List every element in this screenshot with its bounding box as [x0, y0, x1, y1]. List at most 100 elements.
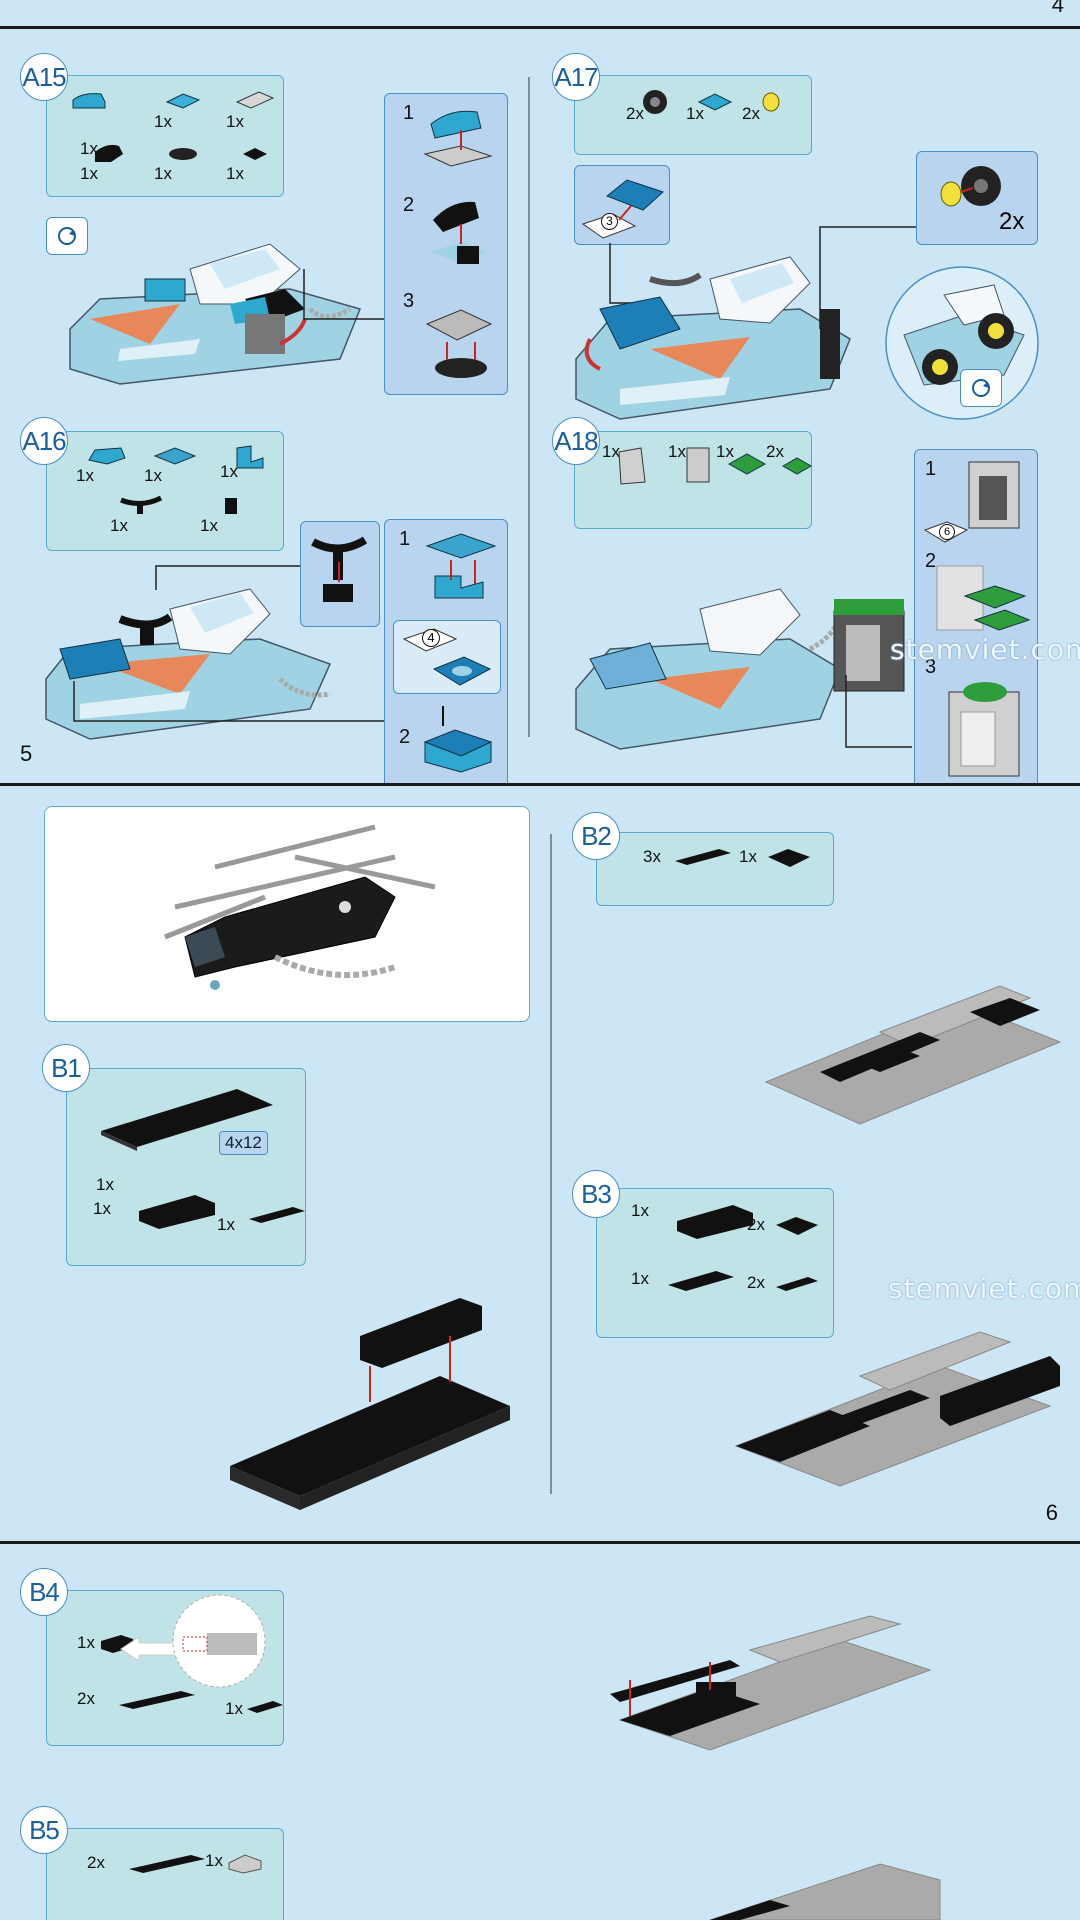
- parts-list-b2: 3x 1x: [596, 832, 834, 906]
- substep-number: 3: [403, 290, 415, 312]
- antenna-assembly-icon: [311, 536, 368, 602]
- blue-tile-icon: [165, 93, 201, 109]
- sticker-callout: 6: [923, 520, 969, 546]
- black-bar-icon: [120, 495, 163, 514]
- round-plate-icon: [169, 148, 197, 160]
- step-badge-b2: B2: [572, 812, 620, 860]
- part-item: 1x: [215, 90, 275, 132]
- black-brick-icon: [677, 1205, 753, 1239]
- part-item: 1x: [131, 444, 197, 486]
- connector-line: [845, 675, 912, 748]
- parts-list-a17: 2x 1x 2x: [574, 75, 812, 155]
- part-item: 1x: [97, 494, 163, 536]
- part-item: 1x: [143, 90, 201, 132]
- part-item: 1x: [69, 142, 123, 184]
- black-plate-icon: [675, 849, 731, 865]
- assembly-model-b5: [709, 1863, 941, 1920]
- substep-number: 1: [925, 458, 937, 480]
- sticker-number: 4: [422, 629, 440, 647]
- substep-number: 1: [403, 102, 415, 124]
- connector-line: [155, 565, 300, 590]
- substep-1-bricks: [425, 533, 497, 599]
- black-plate-small-icon: [776, 1277, 818, 1291]
- connector-line: [73, 681, 384, 722]
- black-plate-icon: [249, 1207, 305, 1223]
- part-item: 1x: [703, 442, 767, 475]
- parts-list-b5: 2x 1x: [46, 1828, 284, 1920]
- connector-line: [819, 226, 916, 329]
- gray-door-icon: [686, 447, 710, 483]
- column-divider: [550, 834, 552, 1494]
- connector-line: [303, 269, 388, 320]
- part-item: 1x: [96, 1175, 114, 1194]
- black-plate-icon: [243, 148, 267, 160]
- green-plate-icon: [727, 453, 767, 475]
- part-item: 1x: [739, 845, 810, 867]
- green-tile-icon: [781, 457, 813, 475]
- part-item: 1x: [225, 1697, 283, 1719]
- helicopter-model: [164, 824, 436, 990]
- step-badge-a18: A18: [552, 417, 600, 465]
- jet-model-a16: [45, 588, 332, 740]
- part-item: 1x: [631, 1199, 753, 1239]
- blue-bracket-icon: [236, 445, 264, 469]
- size-tag: 4x12: [219, 1131, 268, 1155]
- substep-3-bricks: [425, 309, 493, 378]
- substep-box-a16: 1 4 2: [384, 519, 508, 783]
- gray-plate-icon: [235, 91, 275, 109]
- parts-list-b1: 4x12 1x 1x 1x: [66, 1068, 306, 1266]
- step-badge-b3: B3: [572, 1170, 620, 1218]
- black-tile-icon: [776, 1217, 818, 1235]
- part-item: 2x: [731, 88, 780, 124]
- part-item: 2x: [753, 442, 813, 475]
- substep-1-bricks: [423, 110, 493, 167]
- black-clip-icon: [225, 498, 237, 514]
- substep-callout-a16: [300, 521, 380, 627]
- part-item: 1x: [143, 142, 197, 184]
- page-4: 4: [0, 0, 1080, 26]
- sticker-number: 6: [939, 524, 955, 540]
- substep-number: 2: [399, 726, 411, 748]
- tire-icon: [643, 90, 667, 114]
- part-item: 1x: [207, 444, 264, 482]
- part-item: 3x: [643, 845, 731, 867]
- page-5: A15 1x 1x 1x 1x 1x 1x: [0, 29, 1080, 783]
- part-item: 2x: [747, 1213, 818, 1235]
- black-plate-icon: [119, 1691, 195, 1709]
- blue-tile-icon: [697, 93, 733, 111]
- page-number: 5: [20, 741, 33, 766]
- part-item: 1x: [655, 442, 710, 483]
- wheel-assembly-icon: [940, 166, 1001, 207]
- parts-list-a15: 1x 1x 1x 1x 1x 1x: [46, 75, 284, 197]
- blue-slope-icon: [88, 447, 126, 465]
- yellow-rim-icon: [762, 92, 780, 112]
- part-item: 2x: [77, 1687, 195, 1709]
- part-item: 1x: [589, 442, 646, 485]
- substep-number: 1: [399, 528, 411, 550]
- page-6: B1 4x12 1x 1x 1x B2 3x 1x B3: [0, 786, 1080, 1541]
- step-badge-b1: B1: [42, 1044, 90, 1092]
- substep-2-bricks: [431, 201, 487, 264]
- column-divider: [528, 77, 530, 737]
- black-brick-icon: [139, 1195, 215, 1229]
- page-divider: [0, 783, 1080, 786]
- step-badge-b5: B5: [20, 1806, 68, 1854]
- part-item: 1x: [205, 1849, 262, 1874]
- step-badge-a16: A16: [20, 417, 68, 465]
- curved-slope-icon: [72, 93, 106, 109]
- part-item: 1x: [217, 1203, 305, 1235]
- black-slope-icon: [95, 144, 123, 162]
- rotate-icon: [960, 369, 1002, 407]
- gray-container-icon: [618, 447, 646, 485]
- jet-model-a17: [575, 256, 851, 420]
- black-plate-icon: [129, 1855, 205, 1873]
- blue-plate-sticker-icon: [432, 656, 492, 686]
- black-plate-small-icon: [247, 1701, 283, 1713]
- part-item: 1x: [187, 494, 237, 536]
- parts-list-a18: 1x 1x 1x 2x: [574, 431, 813, 529]
- part-item: 1x: [69, 90, 109, 159]
- watermark: stemviet.com: [890, 633, 1080, 666]
- substep-1-bricks: [968, 461, 1020, 529]
- black-tile-icon: [768, 849, 810, 867]
- part-item: 1x: [675, 88, 733, 124]
